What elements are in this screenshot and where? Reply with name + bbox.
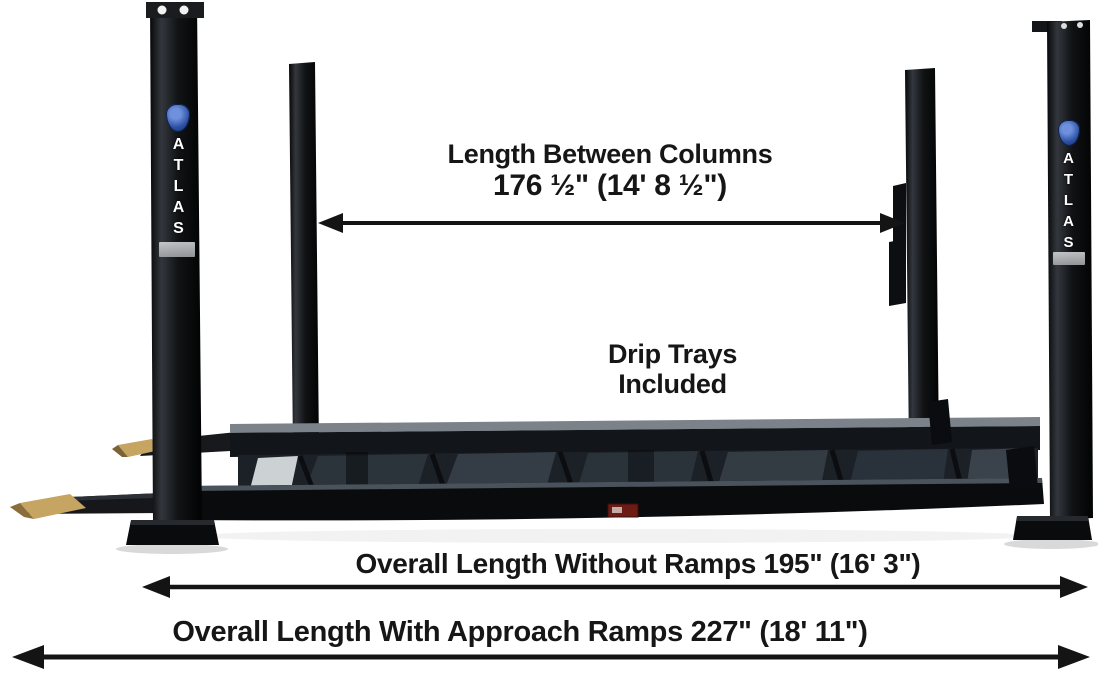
label-length-between-columns-title: Length Between Columns xyxy=(447,139,773,169)
atlas-brand-vertical-right: ATLAS xyxy=(1060,150,1077,255)
label-drip-trays-line2: Included xyxy=(618,369,727,400)
ramp-tip xyxy=(118,439,160,457)
inner-right-column xyxy=(889,68,939,454)
wheel-stop xyxy=(928,399,952,445)
label-overall-without-ramps: Overall Length Without Ramps 195" (16' 3… xyxy=(355,548,921,579)
atlas-brand-vertical-left: ATLAS xyxy=(170,136,187,241)
column-spec-sticker xyxy=(159,242,195,257)
dimension-arrow-between-columns xyxy=(318,213,905,233)
label-drip-trays-line1: Drip Trays xyxy=(607,339,738,369)
atlas-logo-icon xyxy=(1058,120,1080,146)
label-length-between-columns: Length Between Columns 176 ½" (14' 8 ½") xyxy=(290,139,930,203)
inner-left-column xyxy=(289,62,319,452)
outer-left-column xyxy=(126,2,219,545)
label-drip-trays: Drip Trays Included xyxy=(545,339,800,399)
dimension-arrow-without-ramps xyxy=(142,576,1088,598)
atlas-logo-icon xyxy=(166,104,190,132)
ramp-tip xyxy=(20,494,86,519)
label-length-between-columns-value: 176 ½" (14' 8 ½") xyxy=(493,169,727,203)
base-plate xyxy=(126,520,219,545)
warning-label xyxy=(607,503,639,518)
column-spec-sticker xyxy=(1053,252,1085,265)
dimension-arrow-with-ramps xyxy=(12,645,1090,669)
outer-right-column xyxy=(1013,20,1093,540)
label-overall-with-ramps: Overall Length With Approach Ramps 227" … xyxy=(172,616,868,648)
lift-deck xyxy=(188,399,1044,521)
base-plate xyxy=(1013,516,1092,540)
wheel-stop xyxy=(1006,446,1038,491)
ground-shadows xyxy=(116,529,1098,554)
